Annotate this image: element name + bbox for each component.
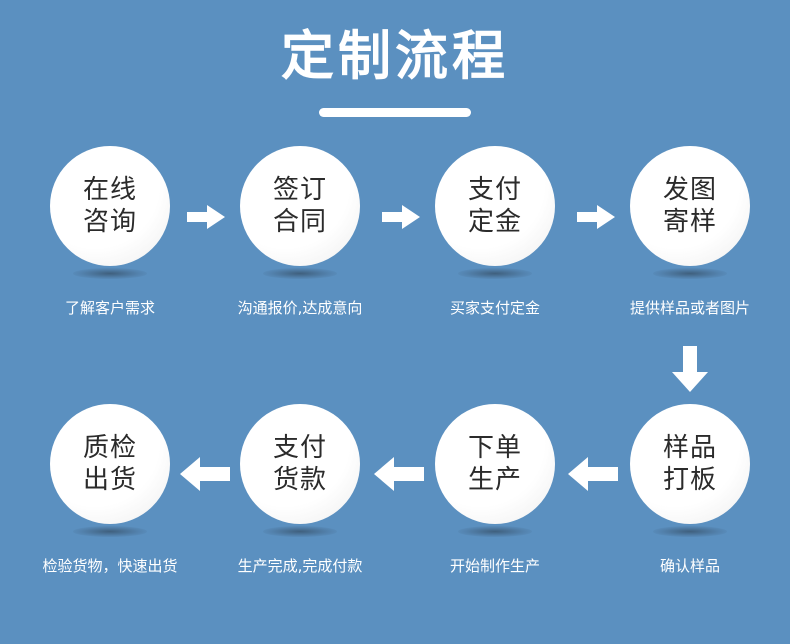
step-bubble[interactable]: 在线 咨询 [50,146,170,266]
arrow-right-icon [575,202,617,232]
flow-step-online-consult[interactable]: 在线 咨询 了解客户需求 [25,146,195,317]
flow-step-sample-proofing[interactable]: 样品 打板 确认样品 [605,404,775,575]
step-label-line2: 合同 [272,207,327,237]
flow-row-top: 在线 咨询 了解客户需求 签订 合同 沟通报价,达成意向 [0,146,790,346]
step-label-line1: 签订 [272,175,327,205]
step-caption: 确认样品 [659,557,721,575]
step-label-line1: 质检 [82,433,137,463]
flow-step-inspect-ship[interactable]: 质检 出货 检验货物，快速出货 [25,404,195,575]
flow-step-pay-balance[interactable]: 支付 货款 生产完成,完成付款 [215,404,385,575]
step-label-line2: 生产 [467,465,522,495]
arrow-left-icon [566,454,620,494]
bubble-shadow [458,526,532,537]
bubble-wrap: 在线 咨询 [25,146,195,292]
step-caption: 沟通报价,达成意向 [237,299,363,317]
title-underline [319,108,471,117]
step-caption: 提供样品或者图片 [629,299,751,317]
step-caption: 了解客户需求 [64,299,156,317]
flow-step-place-order-produce[interactable]: 下单 生产 开始制作生产 [410,404,580,575]
step-label-line1: 支付 [272,433,327,463]
flow-step-pay-deposit[interactable]: 支付 定金 买家支付定金 [410,146,580,317]
page-title-block: 定制流程 [0,26,790,117]
step-bubble[interactable]: 发图 寄样 [630,146,750,266]
step-bubble[interactable]: 支付 定金 [435,146,555,266]
step-label-line1: 支付 [467,175,522,205]
step-bubble[interactable]: 签订 合同 [240,146,360,266]
page-title: 定制流程 [281,26,509,87]
step-bubble[interactable]: 质检 出货 [50,404,170,524]
flow-row-bottom: 质检 出货 检验货物，快速出货 支付 货款 生产完成,完成付款 [0,404,790,604]
arrow-left-icon [178,454,232,494]
step-label-line1: 发图 [662,175,717,205]
step-caption: 检验货物，快速出货 [42,557,178,575]
bubble-wrap: 发图 寄样 [605,146,775,292]
arrow-left-icon [372,454,426,494]
bubble-shadow [263,526,337,537]
bubble-wrap: 支付 定金 [410,146,580,292]
flow-step-send-image-sample[interactable]: 发图 寄样 提供样品或者图片 [605,146,775,317]
bubble-shadow [653,526,727,537]
step-label-line2: 咨询 [82,207,137,237]
step-label-line2: 货款 [272,465,327,495]
step-label-line2: 定金 [467,207,522,237]
bubble-shadow [458,268,532,279]
arrow-right-icon [185,202,227,232]
bubble-shadow [73,526,147,537]
bubble-wrap: 质检 出货 [25,404,195,550]
step-label-line2: 打板 [662,465,717,495]
step-caption: 生产完成,完成付款 [237,557,363,575]
bubble-wrap: 下单 生产 [410,404,580,550]
bubble-wrap: 支付 货款 [215,404,385,550]
step-label-line2: 寄样 [662,207,717,237]
step-bubble[interactable]: 样品 打板 [630,404,750,524]
flow-step-sign-contract[interactable]: 签订 合同 沟通报价,达成意向 [215,146,385,317]
step-bubble[interactable]: 支付 货款 [240,404,360,524]
step-label-line1: 下单 [467,433,522,463]
step-caption: 开始制作生产 [449,557,541,575]
arrow-right-icon [380,202,422,232]
step-label-line1: 样品 [662,433,717,463]
step-label-line2: 出货 [82,465,137,495]
step-caption: 买家支付定金 [449,299,541,317]
step-bubble[interactable]: 下单 生产 [435,404,555,524]
step-label-line1: 在线 [82,175,137,205]
bubble-shadow [263,268,337,279]
arrow-down-icon [670,344,710,394]
bubble-shadow [653,268,727,279]
bubble-shadow [73,268,147,279]
bubble-wrap: 签订 合同 [215,146,385,292]
bubble-wrap: 样品 打板 [605,404,775,550]
